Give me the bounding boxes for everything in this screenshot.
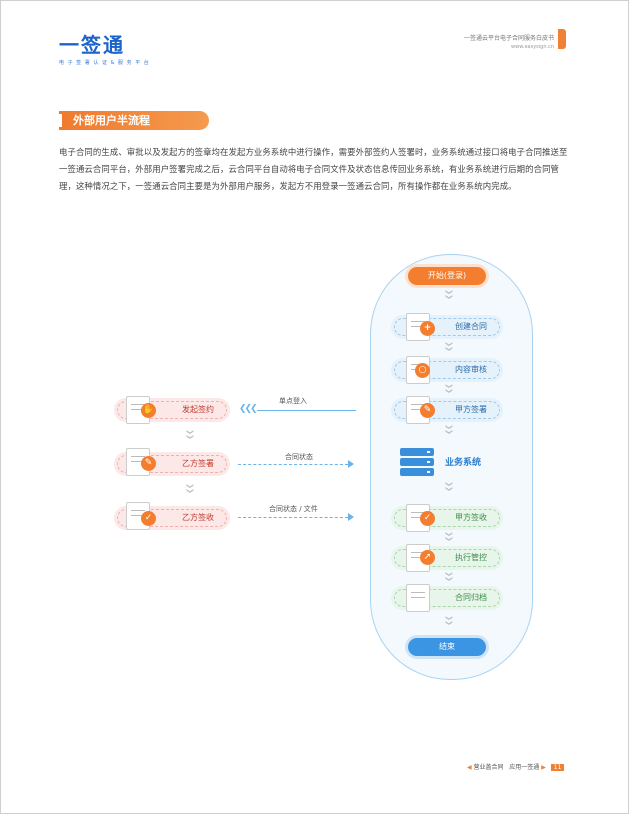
chevron-down-icon: ❯❯ bbox=[185, 429, 194, 439]
step-label: 创建合同 bbox=[455, 322, 487, 331]
chevron-down-icon: ❯❯ bbox=[444, 289, 453, 299]
handshake-icon: ✋ bbox=[141, 403, 156, 418]
end-pill: 结束 bbox=[408, 638, 486, 656]
chevron-down-icon: ❯❯ bbox=[444, 615, 453, 625]
header-url: www.easysign.cn bbox=[511, 44, 554, 50]
logo: 一签通 电 子 签 署 认 证 & 服 务 平 台 bbox=[59, 29, 179, 66]
start-pill: 开始(登录) bbox=[408, 267, 486, 285]
connector-line-status bbox=[238, 464, 348, 465]
section-body: 电子合同的生成、审批以及发起方的签章均在发起方业务系统中进行操作，需要外部签约人… bbox=[59, 147, 568, 191]
plus-icon: + bbox=[420, 321, 435, 336]
check-icon: ✓ bbox=[420, 511, 435, 526]
chevron-down-icon: ❯❯ bbox=[444, 341, 453, 351]
logo-subtitle: 电 子 签 署 认 证 & 服 务 平 台 bbox=[59, 60, 150, 66]
connector-label-sso: 单点登入 bbox=[279, 397, 307, 405]
footer-right: 应用一签通 bbox=[509, 764, 540, 771]
connector-line-sso bbox=[257, 410, 356, 411]
document-icon bbox=[406, 584, 430, 612]
document-icon bbox=[406, 544, 430, 572]
step-label: 执行管控 bbox=[455, 553, 487, 562]
header-title: 一签通云平台电子合同服务白皮书 bbox=[463, 35, 554, 42]
connector-line-status-file bbox=[238, 517, 348, 518]
footer-left: 营业盖合同 bbox=[473, 764, 504, 771]
pen-icon: ✎ bbox=[141, 456, 156, 471]
business-system-label: 业务系统 bbox=[445, 458, 482, 468]
chevron-down-icon: ❯❯ bbox=[444, 531, 453, 541]
step-label: 乙方签署 bbox=[182, 459, 214, 468]
check-icon: ✓ bbox=[141, 511, 156, 526]
logo-text: 一签通 bbox=[59, 33, 125, 57]
triangle-left-icon: ◀ bbox=[467, 764, 472, 771]
arrow-right-icon bbox=[348, 513, 354, 521]
chevron-left-icon: ❮❮❮ bbox=[239, 404, 258, 414]
chevron-down-icon: ❯❯ bbox=[444, 481, 453, 491]
step-label: 甲方签署 bbox=[455, 405, 487, 414]
header-tab-marker bbox=[558, 29, 566, 49]
connector-label-status-file: 合同状态 / 文件 bbox=[269, 505, 318, 513]
step-label: 合同归档 bbox=[455, 593, 487, 602]
rocket-icon: ➚ bbox=[420, 550, 435, 565]
chevron-down-icon: ❯❯ bbox=[444, 383, 453, 393]
header-info: 一签通云平台电子合同服务白皮书 www.easysign.cn bbox=[464, 33, 554, 50]
step-label: 发起签约 bbox=[182, 405, 214, 414]
chevron-down-icon: ❯❯ bbox=[444, 571, 453, 581]
pen-icon: ✎ bbox=[420, 403, 435, 418]
arrow-right-icon bbox=[348, 460, 354, 468]
document-icon bbox=[406, 504, 430, 532]
step-label: 乙方签收 bbox=[182, 513, 214, 522]
connector-label-status: 合同状态 bbox=[285, 453, 313, 461]
chevron-down-icon: ❯❯ bbox=[444, 424, 453, 434]
chevron-down-icon: ❯❯ bbox=[185, 483, 194, 493]
footer: ◀ 营业盖合同 应用一签通 ▶ 11 bbox=[467, 762, 565, 771]
page-number: 11 bbox=[550, 764, 565, 771]
server-icon bbox=[400, 448, 434, 478]
step-label: 甲方签收 bbox=[455, 513, 487, 522]
step-label: 内容审核 bbox=[455, 365, 487, 374]
triangle-right-icon: ▶ bbox=[541, 764, 546, 771]
magnifier-icon: ○ bbox=[415, 363, 430, 378]
section-title: 外部用户半流程 bbox=[59, 111, 209, 130]
